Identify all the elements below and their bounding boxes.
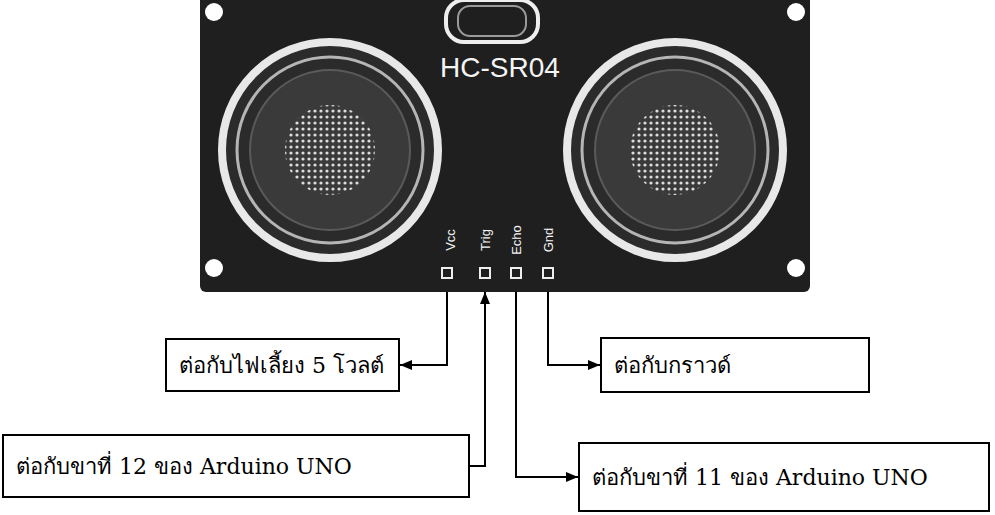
note-text: ต่อกับขาที่ 12 ของ Arduino UNO [16, 449, 352, 484]
wire-arrow [548, 292, 600, 365]
module-name: HC-SR04 [440, 52, 560, 84]
crystal-oscillator [446, 0, 538, 42]
sensor-board: HC-SR04Vcc Trig Echo Gnd [200, 0, 810, 292]
pin-name: Trig [478, 229, 493, 251]
mount-hole [205, 3, 223, 21]
pin-name: Vcc [443, 229, 458, 251]
note-box: ต่อกับขาที่ 11 ของ Arduino UNO [578, 442, 990, 512]
note-box: ต่อกับไฟเลี้ยง 5 โวลต์ [165, 338, 400, 392]
pin-pads [442, 268, 553, 278]
note-box: ต่อกับกราวด์ [600, 337, 870, 393]
transmitter [222, 42, 438, 258]
wire-arrow [400, 292, 447, 365]
pin-name: Gnd [541, 228, 556, 253]
note-text: ต่อกับกราวด์ [614, 348, 731, 383]
note-text: ต่อกับขาที่ 11 ของ Arduino UNO [592, 460, 928, 495]
note-text: ต่อกับไฟเลี้ยง 5 โวลต์ [179, 348, 384, 383]
mount-hole [787, 259, 805, 277]
pcb-board [200, 0, 810, 292]
note-box: ต่อกับขาที่ 12 ของ Arduino UNO [2, 434, 470, 498]
mount-hole [205, 259, 223, 277]
receiver [567, 42, 783, 258]
wire-arrow [470, 292, 485, 466]
mount-hole [787, 3, 805, 21]
pin-name: Echo [509, 225, 524, 255]
